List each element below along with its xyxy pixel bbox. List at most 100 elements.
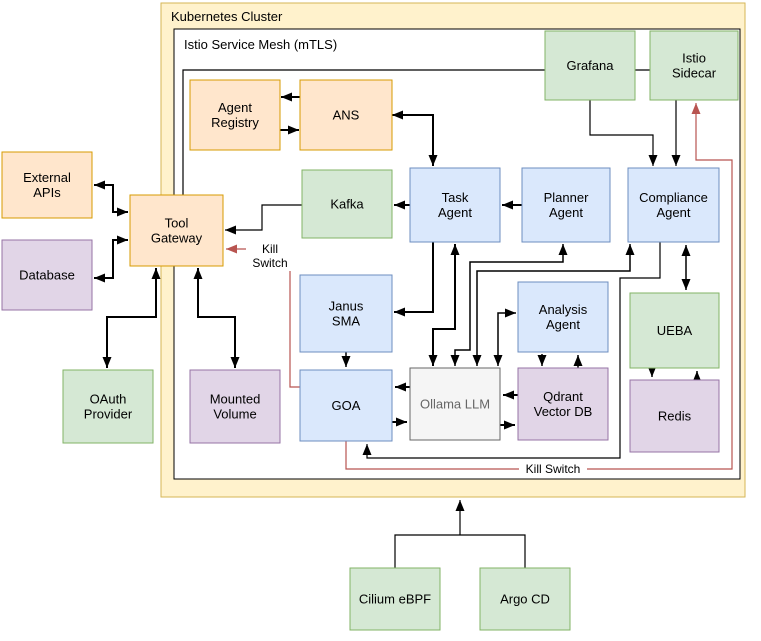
node-box-redis [629, 379, 720, 453]
edge-label-text: Switch [252, 256, 287, 270]
node-box-ollama-llm [409, 367, 501, 441]
node-box-qdrant-vector-db [517, 367, 609, 441]
node-label-agent-registry: Agent [218, 100, 252, 115]
node-box-ueba [629, 292, 720, 369]
node-box-external-apis [1, 151, 93, 219]
node-label-janus-sma: SMA [332, 314, 361, 329]
node-label-external-apis: External [23, 170, 71, 185]
node-box-database [1, 239, 93, 311]
node-label-agent-registry: Registry [211, 115, 259, 130]
node-ans: ANS [299, 79, 393, 151]
node-box-goa [299, 369, 393, 442]
node-box-analysis-agent [517, 281, 609, 353]
node-box-janus-sma [299, 274, 393, 353]
node-label-tool-gateway: Gateway [151, 231, 203, 246]
edge-goa-to-istio-sidecar [345, 103, 733, 470]
node-label-planner-agent: Planner [544, 190, 589, 205]
node-box-argo-cd [479, 567, 571, 631]
node-grafana: Grafana [544, 30, 636, 101]
node-label-tool-gateway: Tool [165, 216, 189, 231]
edge-analysis-agent-to-ollama-llm [493, 308, 516, 366]
edge-task-agent-to-janus-sma [394, 242, 434, 317]
node-label-oauth-provider: OAuth [90, 392, 127, 407]
node-label-istio-sidecar: Sidecar [672, 66, 717, 81]
node-label-qdrant-vector-db: Qdrant [543, 389, 583, 404]
node-label-cilium-ebpf: Cilium eBPF [359, 592, 431, 607]
edge-label-bg [246, 241, 294, 271]
node-box-grafana [544, 30, 636, 101]
node-box-planner-agent [521, 167, 611, 243]
node-label-task-agent: Agent [438, 205, 472, 220]
edge-compliance-agent-to-goa [362, 242, 661, 459]
node-label-redis: Redis [658, 409, 692, 424]
node-database: Database [1, 239, 93, 311]
node-label-goa: GOA [332, 398, 361, 413]
edge-label-text: Kill Switch [526, 462, 581, 476]
node-label-qdrant-vector-db: Vector DB [534, 404, 593, 419]
node-label-analysis-agent: Agent [546, 317, 580, 332]
node-box-tool-gateway [129, 194, 224, 267]
node-box-mounted-volume [189, 369, 281, 444]
node-box-agent-registry [189, 79, 281, 151]
node-box-cilium-ebpf [349, 567, 441, 631]
node-box-ans [299, 79, 393, 151]
node-label-compliance-agent: Agent [657, 205, 691, 220]
edge-layer [94, 69, 733, 568]
node-goa: GOA [299, 369, 393, 442]
node-label-istio-sidecar: Istio [682, 51, 706, 66]
node-box-istio-sidecar [649, 30, 739, 101]
node-label-database: Database [19, 268, 75, 283]
node-label-ueba: UEBA [657, 323, 693, 338]
edge-tool-gateway-to-compliance-agent [182, 69, 681, 195]
node-label-janus-sma: Janus [329, 299, 364, 314]
edge-label-text: Kill [262, 242, 278, 256]
node-ollama-llm: Ollama LLM [409, 367, 501, 441]
node-label-grafana: Grafana [567, 58, 615, 73]
node-label-ans: ANS [333, 108, 360, 123]
node-box-compliance-agent [627, 167, 720, 243]
edge-tool-gateway-to-oauth-provider [102, 268, 161, 368]
node-kafka: Kafka [301, 169, 393, 239]
edge-compliance-agent-to-ollama-llm [472, 244, 635, 366]
node-cilium-ebpf: Cilium eBPF [349, 567, 441, 631]
container-label-istio-mesh: Istio Service Mesh (mTLS) [184, 37, 337, 52]
node-label-planner-agent: Agent [549, 205, 583, 220]
node-label-mounted-volume: Mounted [210, 392, 261, 407]
edge-grafana-to-compliance-agent [589, 100, 658, 166]
node-label-oauth-provider: Provider [84, 407, 133, 422]
node-label-argo-cd: Argo CD [500, 592, 550, 607]
node-ueba: UEBA [629, 292, 720, 369]
node-label-mounted-volume: Volume [213, 407, 256, 422]
node-label-external-apis: APIs [33, 185, 61, 200]
edge-cilium-ebpf-to-argo-cd [394, 534, 526, 568]
edge-label-kill-switch-sidecar: Kill Switch [519, 462, 587, 476]
node-box-oauth-provider [62, 369, 154, 444]
edge-label-bg [519, 462, 587, 476]
node-argo-cd: Argo CD [479, 567, 571, 631]
node-label-ollama-llm: Ollama LLM [420, 397, 490, 412]
edge-ans-to-task-agent [392, 110, 438, 166]
node-label-task-agent: Task [442, 190, 469, 205]
container-label-kubernetes-cluster: Kubernetes Cluster [171, 9, 283, 24]
edge-tool-gateway-to-mounted-volume [193, 268, 240, 368]
edge-database-to-tool-gateway [94, 235, 128, 283]
node-redis: Redis [629, 379, 720, 453]
edge-kafka-to-tool-gateway [225, 204, 302, 235]
node-box-task-agent [409, 167, 501, 243]
